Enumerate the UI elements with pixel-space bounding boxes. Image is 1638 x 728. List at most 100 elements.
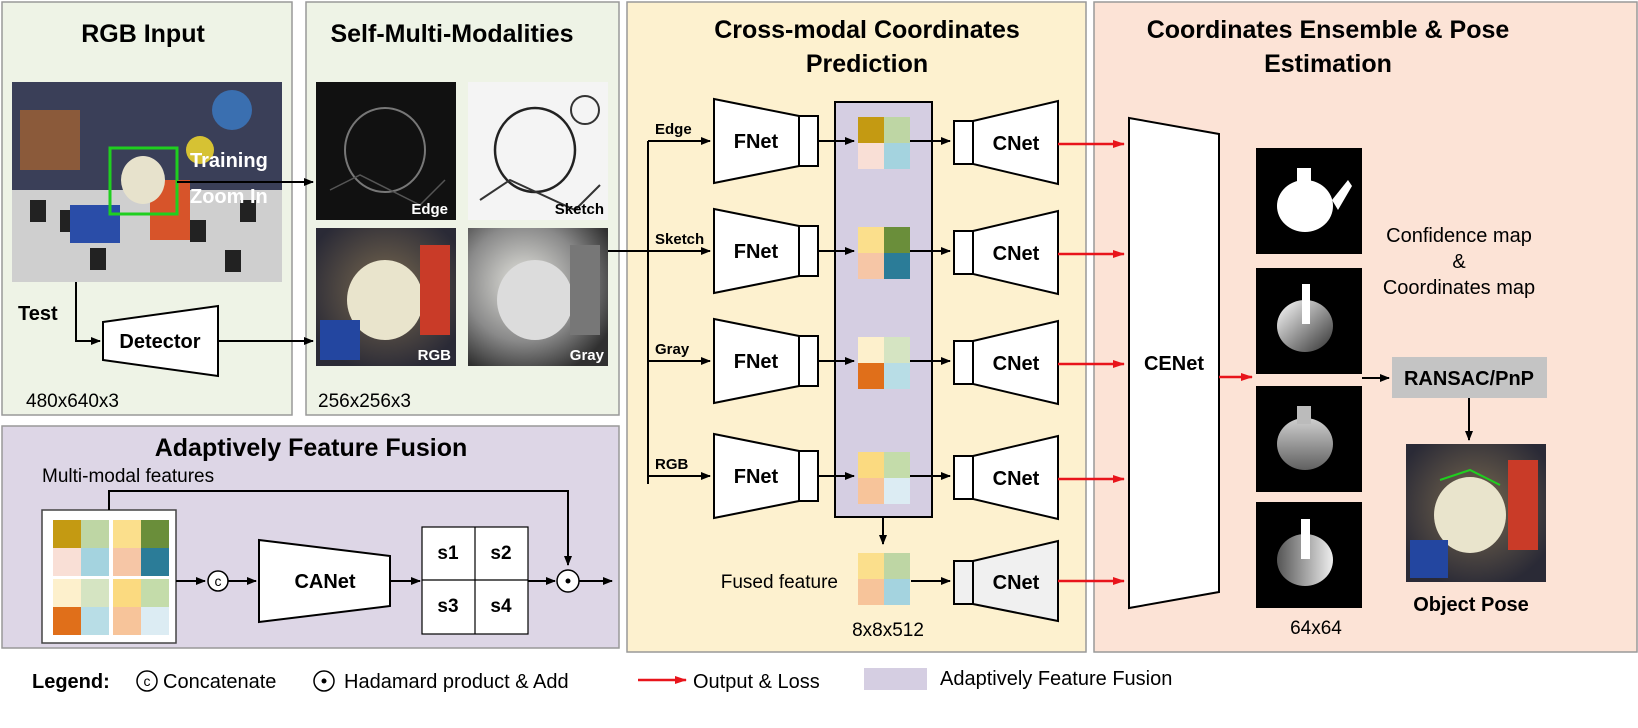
tile [884,363,910,389]
fusion-title: Adaptively Feature Fusion [155,434,468,462]
rgb-input-title: RGB Input [81,20,205,48]
concat-symbol: c [215,573,222,589]
fused-feature-label: Fused feature [721,572,838,593]
coordinates-map-label: Coordinates map [1383,277,1535,299]
coordinates-map-y [1256,386,1362,492]
ensemble-title-line1: Coordinates Ensemble & Pose [1147,16,1510,44]
tile [53,548,81,576]
fnet-label: FNet [734,241,779,263]
fnet-bottleneck [798,225,819,277]
fnet-bottleneck [798,115,819,167]
fnet-bottleneck [798,335,819,387]
tile [884,478,910,504]
tile [81,579,109,607]
legend-concat-operator [136,670,158,692]
legend-fusion-swatch [864,668,927,690]
tile [858,143,884,169]
cnet-decoder [972,319,1059,406]
scale-grid [421,526,529,635]
tile [113,607,141,635]
input-size-label: 480x640x3 [26,391,119,412]
tile [858,579,884,605]
cross-modal-title-line1: Cross-modal Coordinates [714,16,1020,44]
tile [113,520,141,548]
confidence-map-label: Confidence map [1386,225,1532,247]
tile [884,337,910,363]
tile [884,553,910,579]
test-arrow [75,282,101,345]
rgb-crop-image [316,228,456,366]
zoom-in-label: Zoom In [190,186,268,208]
stream-label: Edge [655,121,692,138]
edge-feature-tiles [53,520,109,576]
gray-thumb-label: Gray [570,347,605,364]
tile [113,548,141,576]
ransac-pnp-label: RANSAC/PnP [1404,368,1534,390]
tile [884,117,910,143]
legend: Legend: c Concatenate Hadamard product &… [32,668,1172,693]
tile [53,607,81,635]
detector-label: Detector [119,331,200,353]
cnet-stem [953,455,974,500]
tile [141,520,169,548]
stream-label: Sketch [655,231,704,248]
ampersand-label: & [1452,251,1466,273]
fnet-bottleneck [798,450,819,502]
tile [141,548,169,576]
tile [858,452,884,478]
gray-feature-tiles [53,579,109,635]
test-label: Test [18,303,58,325]
cnet-decoder [972,209,1059,296]
object-pose-image [1406,444,1546,582]
cenet-label: CENet [1144,353,1204,375]
fused-cnet-label: CNet [993,572,1040,594]
coordinates-map-x [1256,268,1362,374]
canet-block [258,538,391,624]
tile [141,579,169,607]
tile [858,253,884,279]
sketch-thumb-label: Sketch [555,201,604,218]
confidence-map [1256,148,1362,254]
cnet-label: CNet [993,243,1040,265]
scale-s2: s2 [490,543,511,564]
stream-feature-tiles [858,452,910,504]
tile [81,548,109,576]
stream-label: RGB [655,456,689,473]
legend-title: Legend: [32,671,110,693]
fused-cnet-block [953,539,1059,623]
cnet-stem [953,230,974,275]
cnet-label: CNet [993,468,1040,490]
tile [884,253,910,279]
ransac-pnp-block [1392,357,1547,398]
tile [858,553,884,579]
self-multi-title: Self-Multi-Modalities [330,20,573,48]
tile [53,520,81,548]
sketch-image [468,82,608,220]
fusion-column [834,101,933,518]
scale-s4: s4 [490,596,512,617]
sketch-feature-tiles [113,520,169,576]
stream-feature-tiles [858,337,910,389]
training-label: Training [190,150,268,172]
legend-hadamard-label: Hadamard product & Add [344,671,569,693]
legend-fusion-label: Adaptively Feature Fusion [940,668,1172,690]
fnet-label: FNet [734,466,779,488]
stream-feature-tiles [858,227,910,279]
stream-row-rgb: RGB FNet CNet [648,432,1125,521]
ensemble-title-line2: Estimation [1264,50,1392,78]
hadamard-dot [565,578,571,584]
skip-connection-arrow [108,490,572,566]
cnet-decoder [972,434,1059,521]
cross-modal-title-line2: Prediction [806,50,928,78]
feature-tile-grid [53,520,169,635]
tile [884,452,910,478]
canet-label: CANet [294,571,355,593]
legend-hadamard-dot [321,678,327,684]
fused-tiles [858,553,910,605]
tile [884,579,910,605]
scale-s3: s3 [437,596,458,617]
